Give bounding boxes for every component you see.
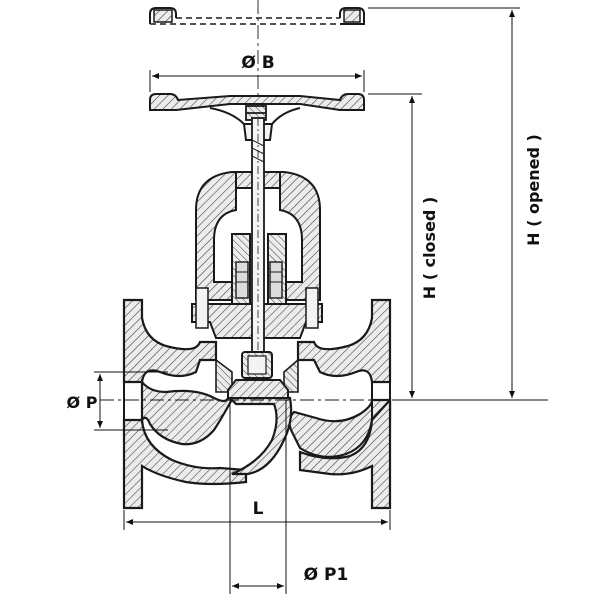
stem-nut (245, 105, 267, 121)
dimension-seat-diameter (229, 400, 287, 594)
label-height-closed: H ( closed ) (420, 197, 439, 300)
label-port-diameter: Ø P (67, 393, 98, 412)
dimension-height-opened (368, 7, 548, 401)
label-seat-diameter: Ø P1 (304, 565, 349, 585)
label-height-opened: H ( opened ) (524, 134, 543, 246)
body-contour (123, 382, 391, 420)
handwheel-opened-outline (149, 7, 365, 25)
valve-stem (251, 117, 265, 355)
dimension-port-diameter (94, 371, 168, 431)
label-handwheel-diameter: Ø B (241, 53, 274, 73)
label-length: L (253, 499, 264, 519)
centerlines (100, 0, 410, 401)
bonnet-yoke (191, 171, 323, 339)
valve-disc (227, 351, 289, 399)
valve-body (122, 298, 392, 510)
dimension-handwheel-diameter (149, 70, 365, 92)
dimension-length (123, 510, 391, 530)
